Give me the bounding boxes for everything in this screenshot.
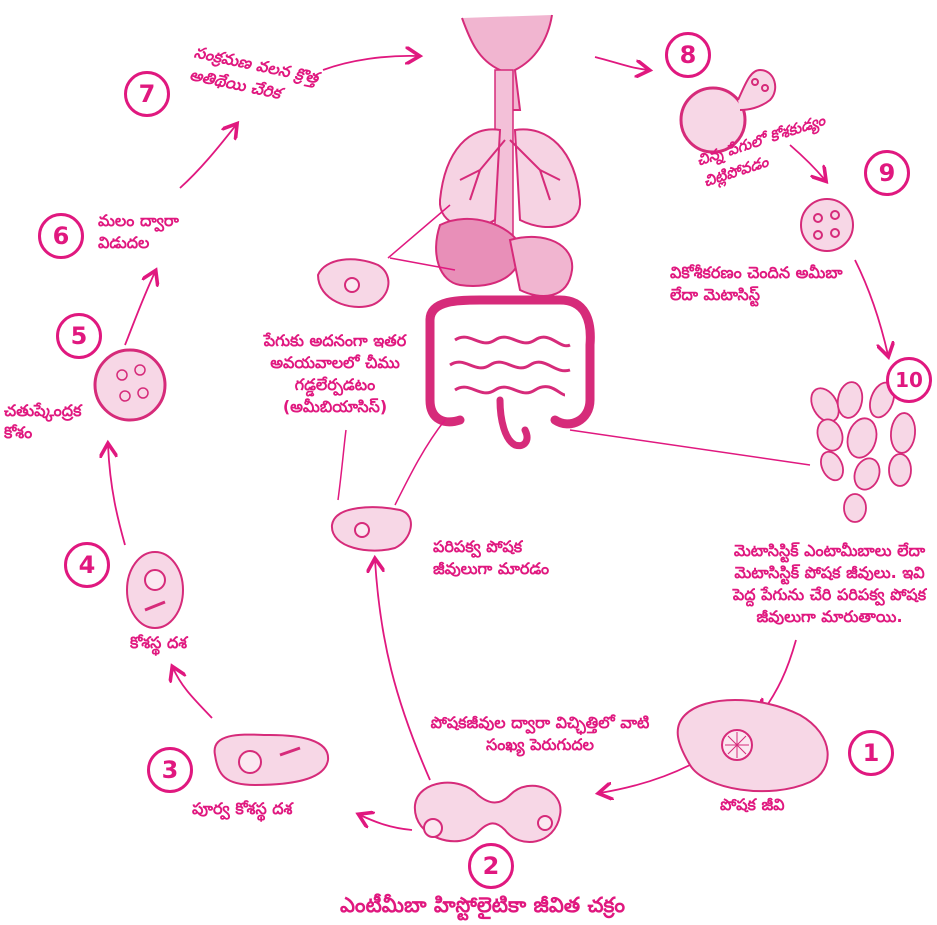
step-number-1: 1 (848, 730, 894, 776)
step-label-9: వికోశీకరణం చెందిన అమీబా లేదా మెటాసిస్ట్ (670, 262, 850, 306)
abscess-trophozoite (318, 259, 388, 307)
mature-trophozoite (332, 507, 411, 550)
metacyst-cell (801, 199, 853, 251)
step-number-8: 8 (665, 32, 711, 78)
step-number-4: 4 (64, 542, 110, 588)
mature-trophozoite-label: పరిపక్వ పోషక జీవులుగా మారడం (433, 536, 573, 580)
trophozoite-cell (678, 700, 828, 791)
tetranucleate-cyst (95, 350, 165, 420)
step-label-2: పోషకజీవుల ద్వారా విచ్ఛిత్తిలో వాటి సంఖ్య… (420, 712, 660, 756)
step-number-6: 6 (38, 213, 84, 259)
digestive-system-illustration (430, 15, 590, 446)
precyst-cell (215, 735, 329, 785)
binary-fission-cell (415, 783, 561, 842)
step-number-2: 2 (468, 843, 514, 889)
step-label-6: మలం ద్వారా విడుదల (98, 210, 198, 254)
diagram-title: ఎంటీమీబా హిస్టోలైటికా జీవిత చక్రం (340, 893, 625, 923)
step-number-9: 9 (864, 150, 910, 196)
step-label-4: కోశస్థ దశ (130, 632, 230, 654)
cyst-cell (127, 552, 183, 628)
step-number-3: 3 (147, 747, 193, 793)
step-number-7: 7 (124, 71, 170, 117)
amoebiasis-label: పేగుకు అదనంగా ఇతర అవయవాలలో చీము గడ్డలేర్… (250, 330, 420, 418)
step-number-5: 5 (56, 313, 102, 359)
step-label-3: పూర్వ కోశస్థ దశ (192, 798, 342, 820)
step-number-10: 10 (886, 357, 932, 403)
step-label-10: మెటాసిస్టిక్ ఎంటామీబాలు లేదా మెటాసిస్టిక… (722, 540, 937, 628)
step-label-5: చతుష్కేంద్రక కోశం (4, 400, 104, 444)
step-label-1: పోషక జీవి (720, 794, 830, 816)
